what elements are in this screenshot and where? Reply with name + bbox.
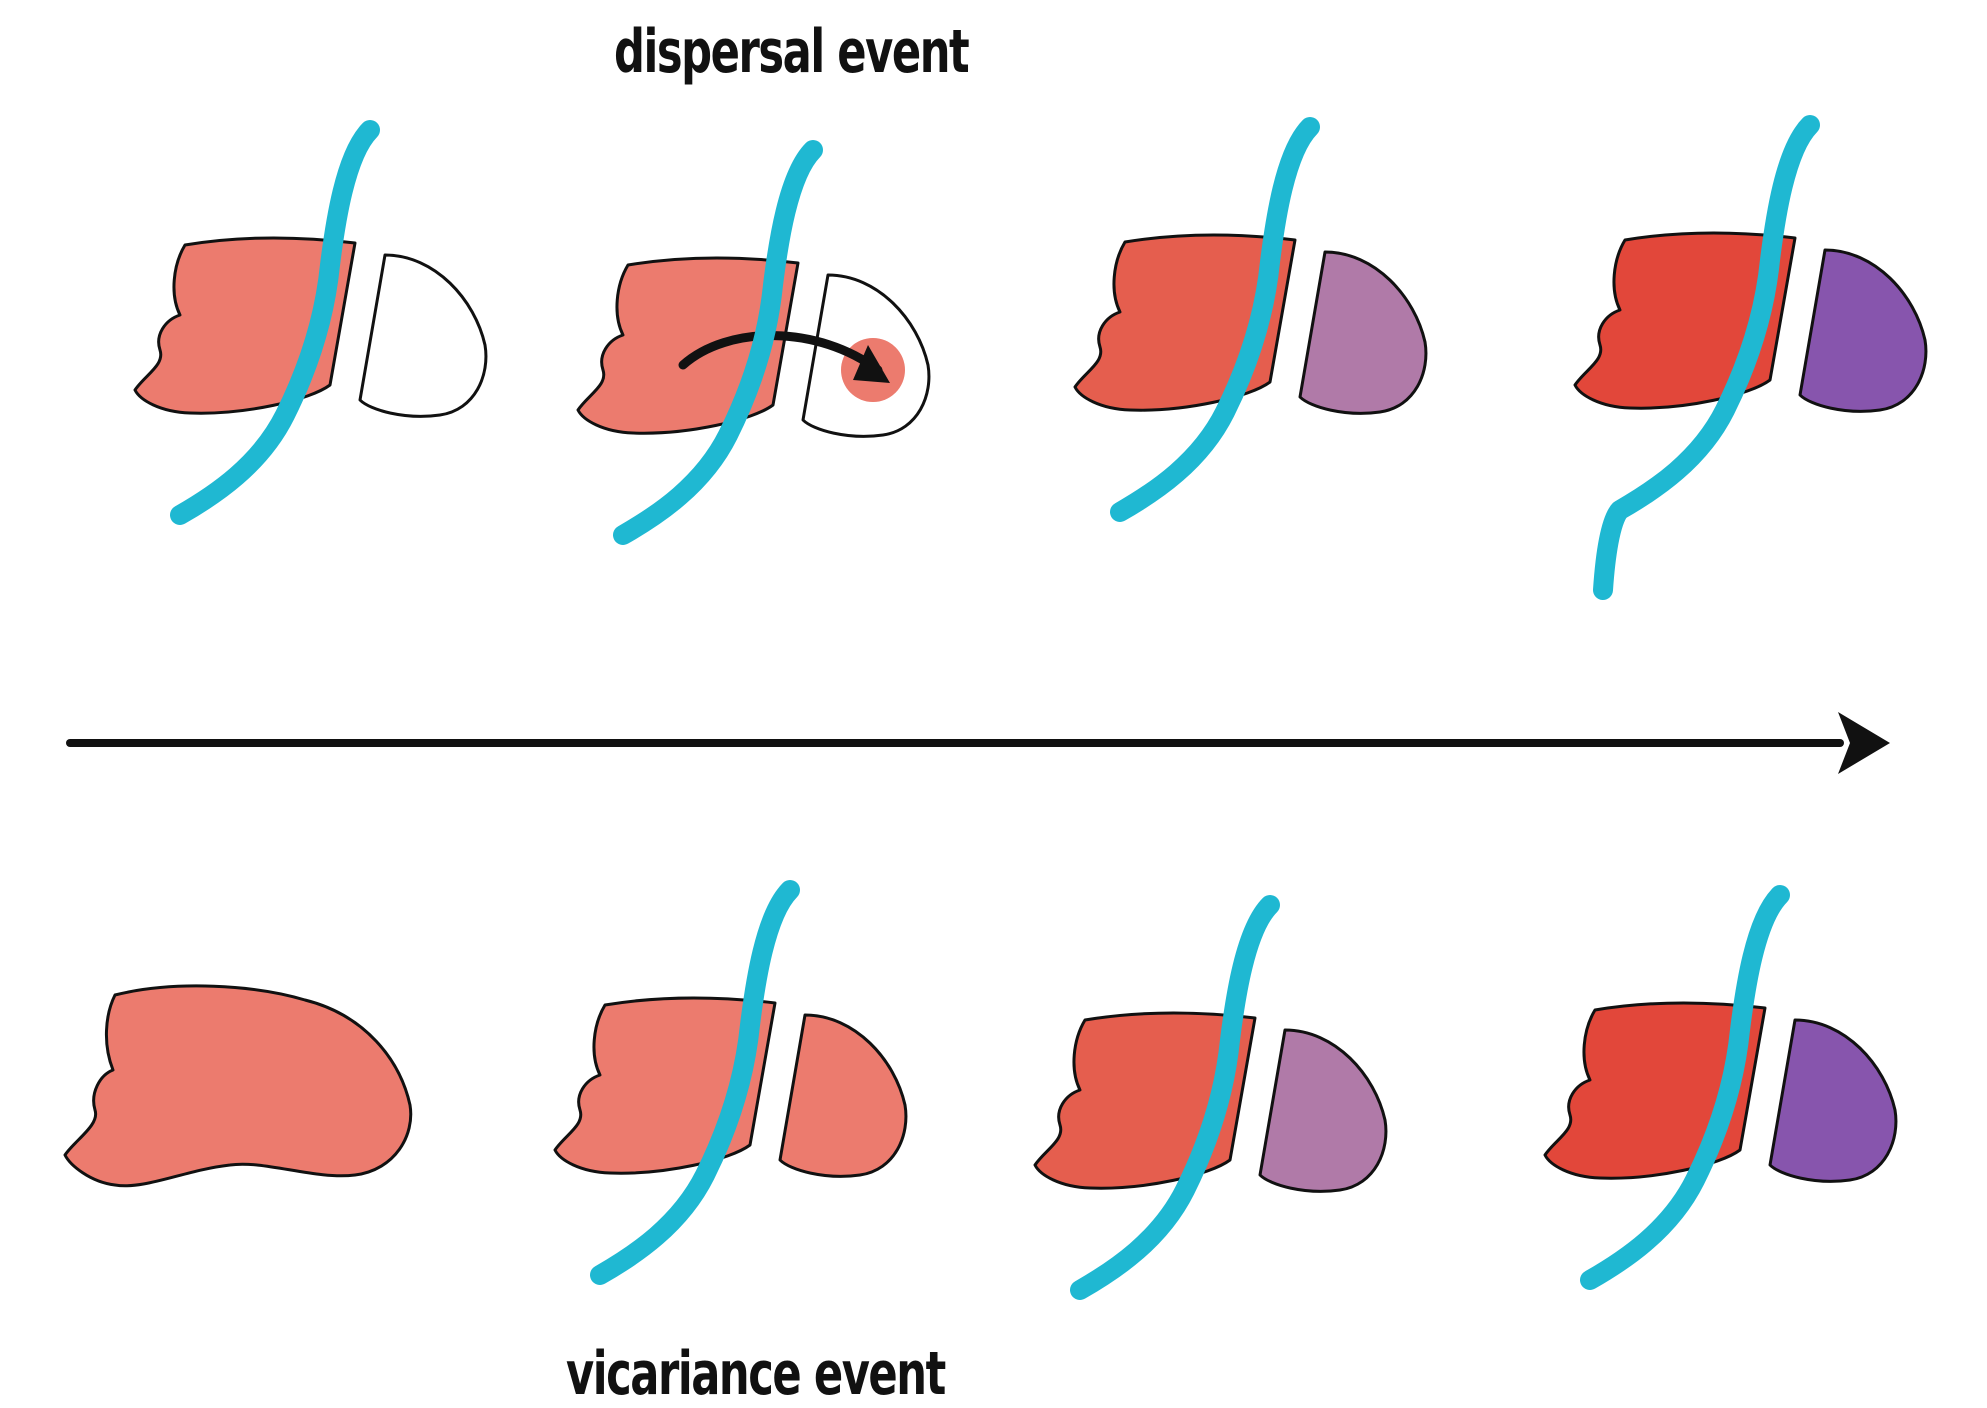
bottom-panel-4	[1545, 895, 1896, 1280]
landmass-right	[360, 255, 486, 416]
landmass-merged	[65, 986, 411, 1186]
landmass-right	[1300, 252, 1426, 413]
landmass-right	[1260, 1030, 1386, 1191]
landmass-right-outline	[360, 255, 486, 416]
time-arrow	[70, 712, 1890, 774]
bottom-panel-1	[65, 986, 411, 1186]
landmass-right	[1800, 250, 1926, 411]
top-panel-2	[578, 150, 929, 535]
top-panel-3	[1075, 127, 1426, 512]
landmass-right	[780, 1015, 906, 1176]
top-panel-4	[1575, 125, 1926, 590]
top-panel-1	[135, 130, 486, 515]
time-arrow-head-icon	[1838, 712, 1890, 774]
bottom-panel-2	[555, 890, 906, 1275]
bottom-panel-3	[1035, 905, 1386, 1290]
landmass-right	[1770, 1020, 1896, 1181]
